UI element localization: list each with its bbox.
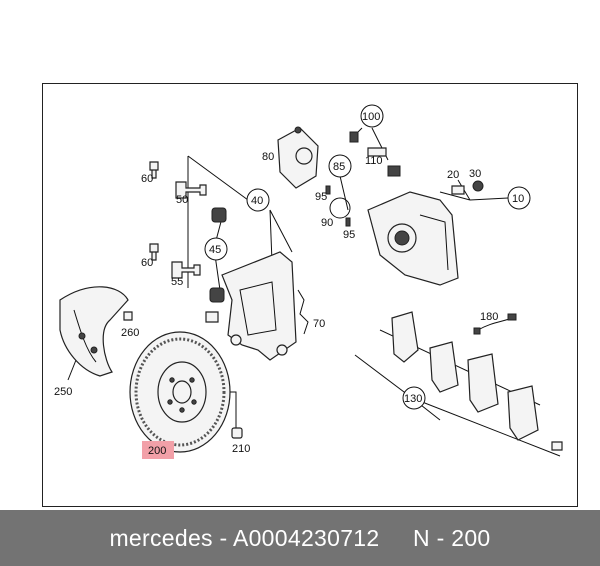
parts-diagram: 60 50 60 55 45 80 100 110 85 95 90 95 40… (54, 104, 563, 459)
label-10: 10 (512, 193, 524, 205)
label-95a: 95 (315, 191, 327, 203)
label-20: 20 (447, 169, 459, 181)
separator: - (219, 524, 228, 551)
label-200: 200 (148, 445, 166, 457)
part-number: A0004230712 (232, 524, 380, 551)
brake-pads (391, 311, 539, 441)
brand-name: mercedes (109, 524, 213, 551)
label-60a: 60 (141, 173, 153, 185)
footer-bar: mercedes - A0004230712 N - 200 (0, 510, 600, 566)
label-70: 70 (313, 318, 325, 330)
label-250: 250 (54, 386, 72, 398)
label-30: 30 (469, 168, 481, 180)
position-label: N (412, 524, 430, 551)
highlight-box (142, 441, 174, 459)
callout-circles (204, 104, 531, 410)
wear-sensor (473, 313, 517, 335)
label-130: 130 (404, 393, 422, 405)
label-85: 85 (333, 161, 345, 173)
caliper-carrier (209, 207, 297, 361)
label-80: 80 (262, 151, 274, 163)
label-55: 55 (171, 276, 183, 288)
label-95b: 95 (343, 229, 355, 241)
label-45: 45 (209, 244, 221, 256)
dust-shield (59, 286, 129, 377)
label-60b: 60 (141, 257, 153, 269)
label-180: 180 (480, 311, 498, 323)
label-40: 40 (251, 195, 263, 207)
label-110: 110 (365, 155, 383, 167)
label-260: 260 (121, 327, 139, 339)
label-90: 90 (321, 217, 333, 229)
footer-caption: mercedes - A0004230712 N - 200 (109, 525, 490, 552)
label-100: 100 (362, 111, 380, 123)
label-210: 210 (232, 443, 250, 455)
separator: - (436, 524, 445, 551)
fasteners (123, 131, 563, 451)
position-number: 200 (451, 524, 491, 551)
clip (297, 289, 309, 335)
part-labels: 60 50 60 55 45 80 100 110 85 95 90 95 40… (54, 111, 524, 457)
actuator (277, 126, 319, 189)
caliper-housing (367, 191, 459, 286)
brake-disc (129, 331, 231, 453)
label-50: 50 (176, 194, 188, 206)
